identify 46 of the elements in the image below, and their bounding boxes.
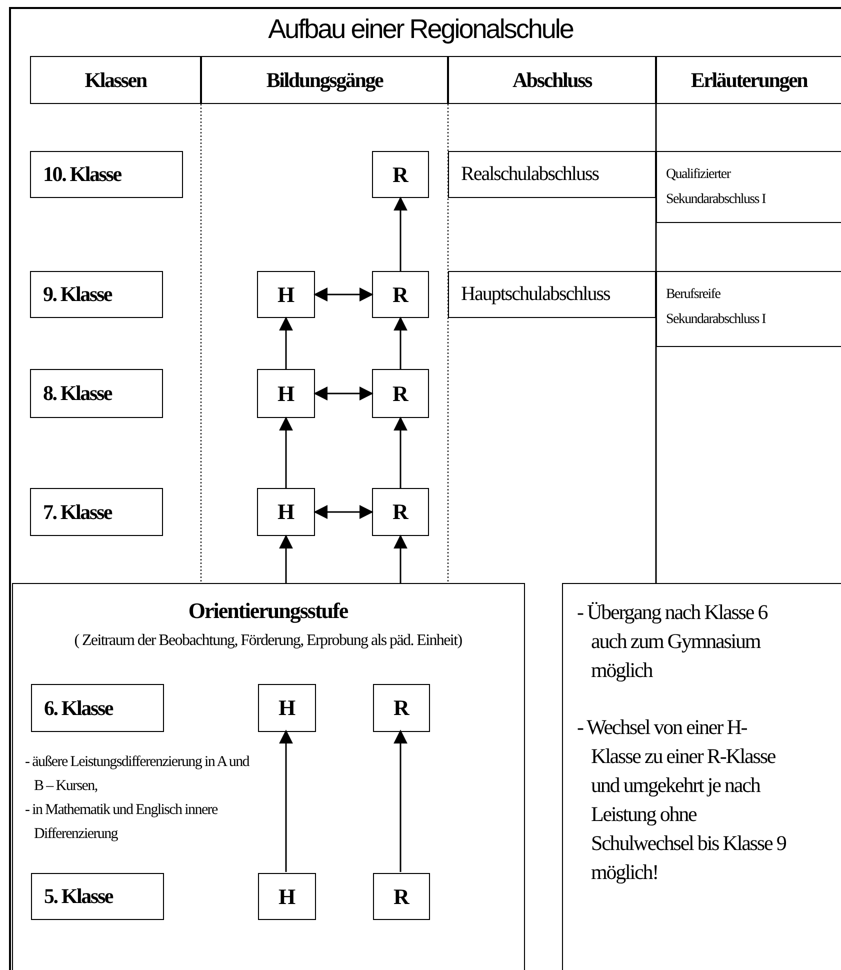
stage-panel [12, 583, 525, 970]
column-header: Klassen [30, 56, 201, 104]
arrow [394, 416, 408, 488]
track-box: R [373, 873, 430, 920]
track-box: R [372, 271, 429, 318]
note-text: - in Mathematik und Englisch innere Differenzierung [25, 801, 219, 844]
track-box: H [257, 369, 315, 418]
stage-subtitle: ( Zeitraum der Beobachtung, Förderung, Erprobung als päd. Einheit) [73, 631, 463, 651]
note-panel [562, 583, 841, 970]
track-box: R [372, 369, 429, 418]
explanation-cell: Berufsreife Sekundarabschluss I [656, 271, 841, 347]
arrow [314, 386, 374, 400]
arrow [314, 288, 374, 302]
arrow [279, 316, 293, 369]
arrow [279, 534, 293, 583]
arrow [394, 730, 408, 872]
explanation-cell: Qualifizierter Sekundarabschluss I [656, 151, 841, 223]
grade-box: 9. Klasse [30, 271, 163, 318]
grade-box: 6. Klasse [31, 684, 164, 732]
arrow [394, 534, 408, 583]
note-text: - Wechsel von einer H-Klasse zu einer R-Klasse und umgekehrt je nach Leistung ohne Schulwechsel bis Klasse 9 möglich! [577, 714, 787, 886]
qualification-box: Realschulabschluss [448, 151, 656, 198]
track-box: R [372, 151, 429, 198]
column-header: Erläuterungen [656, 56, 841, 104]
track-box: H [257, 271, 315, 318]
grade-box: 10. Klasse [30, 151, 183, 198]
track-box: H [257, 488, 315, 536]
grade-box: 7. Klasse [30, 488, 163, 536]
track-box: H [258, 684, 316, 732]
note-text: - Übergang nach Klasse 6 auch zum Gymnasium möglich [577, 599, 769, 684]
track-box: H [258, 873, 316, 920]
note-text: - äußere Leistungsdifferenzierung in A und B – Kursen, [25, 753, 250, 796]
arrow [279, 416, 293, 488]
arrow [279, 730, 293, 872]
diagram-title: Aufbau einer Regionalschule [267, 14, 574, 45]
grade-box: 5. Klasse [31, 873, 164, 920]
column-header: Abschluss [448, 56, 656, 104]
track-box: R [373, 684, 430, 732]
arrow [314, 505, 374, 519]
grade-box: 8. Klasse [30, 369, 163, 418]
arrow [394, 196, 408, 271]
stage-heading: Orientierungsstufe [187, 597, 349, 625]
column-header: Bildungsgänge [201, 56, 448, 104]
arrow [394, 316, 408, 369]
qualification-box: Hauptschulabschluss [448, 271, 656, 318]
track-box: R [372, 488, 429, 536]
